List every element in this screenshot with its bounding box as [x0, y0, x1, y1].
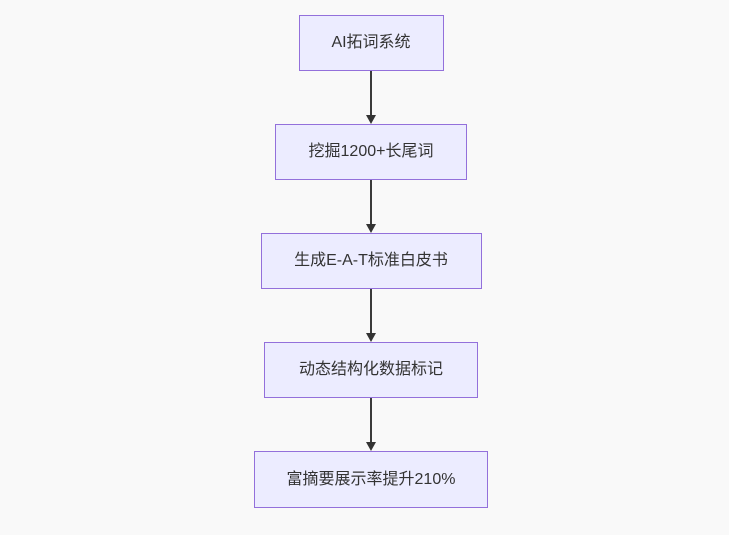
flow-node-step-3: 生成E-A-T标准白皮书	[260, 233, 482, 289]
arrow-line	[370, 398, 372, 442]
flow-edge-3-4	[366, 289, 376, 342]
flow-node-label: 挖掘1200+长尾词	[308, 143, 434, 160]
flow-node-label: 动态结构化数据标记	[298, 361, 443, 378]
arrow-line	[370, 180, 372, 224]
flow-edge-4-5	[366, 398, 376, 451]
flow-node-label: AI拓词系统	[331, 34, 411, 51]
flow-node-step-4: 动态结构化数据标记	[264, 342, 478, 398]
flow-edge-2-3	[366, 180, 376, 233]
flow-node-label: 生成E-A-T标准白皮书	[294, 252, 448, 269]
arrow-line	[370, 289, 372, 333]
arrow-down-icon	[366, 115, 376, 124]
flow-node-label: 富摘要展示率提升210%	[286, 470, 456, 488]
flow-node-step-5: 富摘要展示率提升210%	[254, 451, 488, 508]
arrow-down-icon	[366, 224, 376, 233]
arrow-line	[370, 71, 372, 115]
flow-node-step-2: 挖掘1200+长尾词	[275, 124, 467, 180]
arrow-down-icon	[366, 442, 376, 451]
flowchart-column: AI拓词系统 挖掘1200+长尾词 生成E-A-T标准白皮书 动态结构化数据标记	[254, 15, 488, 508]
flow-edge-1-2	[366, 71, 376, 124]
flow-node-step-1: AI拓词系统	[298, 15, 444, 71]
arrow-down-icon	[366, 333, 376, 342]
